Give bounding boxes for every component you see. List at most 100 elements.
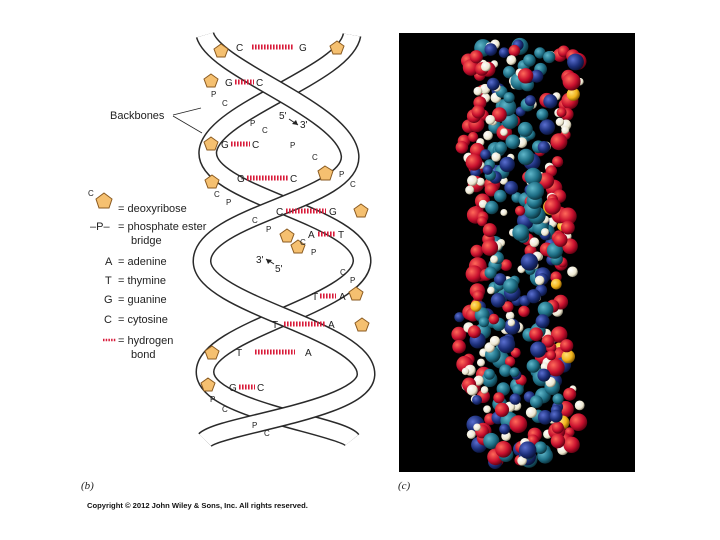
atom-sphere [483,131,493,141]
base-right: G [329,207,337,218]
atom-sphere [556,118,564,126]
atom-sphere [567,54,584,71]
diagram-label: P [266,225,271,234]
atom-sphere [465,186,474,195]
atom-sphere [479,317,489,327]
atom-sphere [551,434,565,448]
atom-sphere [563,73,581,91]
caption-c: (c) [398,480,411,492]
atom-sphere [495,403,509,417]
atom-sphere [525,95,536,106]
base-right: C [256,78,263,89]
atom-sphere [546,350,556,360]
base-left: G [221,140,229,151]
legend-t-symbol: T [105,275,112,287]
atom-sphere [506,55,516,65]
atom-sphere [570,413,588,431]
atom-sphere [456,141,469,154]
atom-sphere [537,369,550,382]
atom-sphere [553,233,567,247]
atom-sphere [523,54,536,67]
end-5-bottom: 5' [275,264,283,275]
atom-sphere [467,175,478,186]
legend-cytosine: = cytosine [118,314,168,326]
atom-sphere [563,437,579,453]
atom-sphere [518,68,533,83]
legend-guanine: = guanine [118,294,167,306]
base-right: G [299,43,307,54]
atom-sphere [552,422,564,434]
atom-sphere [470,301,481,312]
atom-sphere [462,368,469,375]
diagram-label: C [88,189,94,198]
base-left: C [236,43,243,54]
atom-sphere [515,206,525,216]
atom-sphere [494,190,507,203]
atom-sphere [482,240,498,256]
diagram-label: P [290,141,295,150]
end-5-top: 5' [279,111,287,122]
diagram-label: P [339,170,344,179]
atom-sphere [499,47,510,58]
atom-sphere [563,388,576,401]
atom-sphere [527,289,541,303]
atom-sphere [519,441,536,458]
atom-sphere [529,327,543,341]
diagram-label: P [250,119,255,128]
legend-g-symbol: G [104,294,113,306]
atom-sphere [567,267,578,278]
legend: C = deoxyribose –P– = phosphate ester br… [88,189,207,361]
atom-sphere [518,122,533,137]
atom-sphere [495,441,512,458]
atom-sphere [544,198,561,215]
atom-sphere [560,339,573,352]
atom-sphere [508,319,516,327]
diagram-label: C [300,238,306,247]
backbones-label: Backbones [110,110,165,122]
atom-sphere [553,393,564,404]
atom-sphere [500,128,508,136]
atom-sphere [493,392,504,403]
base-right: C [290,174,297,185]
sugar-icon [96,193,112,208]
atom-sphere [536,109,548,121]
atom-sphere [470,245,483,258]
atom-sphere [483,405,491,413]
atom-sphere [543,51,555,63]
base-left: G [237,174,245,185]
atom-sphere [503,278,518,293]
diagram-label: P [211,90,216,99]
atom-sphere [506,135,521,150]
atom-sphere [499,424,510,435]
atom-sphere [521,253,538,270]
atom-sphere [485,267,497,279]
diagram-label: C [312,153,318,162]
atom-sphere [485,43,498,56]
legend-phosphate-2: bridge [131,235,162,247]
legend-hydrogen: = hydrogen [118,335,173,347]
base-left: G [229,383,237,394]
sugar-icon [280,229,294,242]
atom-sphere [483,223,497,237]
base-left: A [308,230,315,241]
atom-sphere [550,410,563,423]
atom-sphere [575,401,585,411]
atom-sphere [468,132,478,142]
legend-adenine: = adenine [118,256,167,268]
base-left: T [312,292,318,303]
atom-sphere [481,386,489,394]
atom-sphere [487,287,495,295]
atom-sphere [538,141,550,153]
atom-sphere [498,336,516,354]
atom-sphere [534,441,547,454]
atom-sphere [550,133,567,150]
base-left: C [276,207,283,218]
caption-b: (b) [81,480,94,492]
atom-sphere [541,228,549,236]
base-left: T [236,348,242,359]
atom-sphere [485,115,495,125]
atom-sphere [526,182,544,200]
atom-sphere [491,293,506,308]
atom-sphere [509,415,527,433]
atom-sphere [504,92,515,103]
